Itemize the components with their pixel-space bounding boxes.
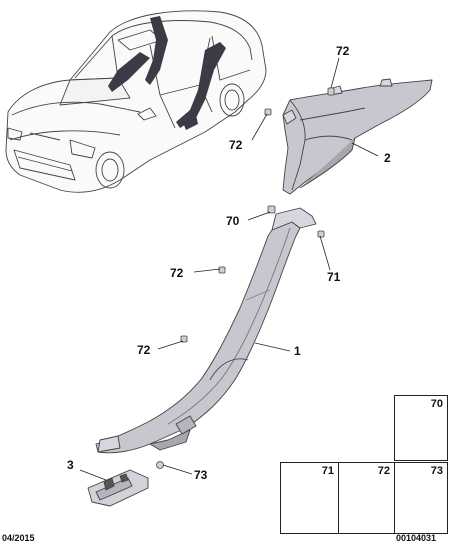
callout-1: 1	[294, 344, 301, 358]
legend-box-73-label: 73	[430, 465, 443, 477]
callout-70: 70	[226, 214, 240, 228]
clip-markers	[156, 87, 335, 469]
callout-71: 71	[327, 270, 341, 284]
legend-box-72: 72	[338, 462, 395, 534]
legend-box-71: 71	[280, 462, 339, 534]
part-3-bracket	[87, 469, 149, 507]
callout-72-top: 72	[336, 44, 350, 58]
legend-box-71-label: 71	[321, 465, 334, 477]
callout-73: 73	[194, 468, 208, 482]
car-illustration	[5, 10, 267, 193]
car-pillar-highlight	[108, 16, 226, 130]
part-1-pillar-trim	[95, 207, 317, 454]
legend-box-72-label: 72	[377, 465, 390, 477]
callout-72-left: 72	[229, 138, 243, 152]
callout-72-low: 72	[137, 343, 151, 357]
footer-date: 04/2015	[2, 533, 35, 543]
legend-box-70: 70	[394, 395, 448, 461]
callout-72-mid: 72	[170, 266, 184, 280]
callout-3: 3	[67, 458, 74, 472]
part-2-trim-panel	[282, 78, 433, 195]
callout-2: 2	[384, 151, 391, 165]
footer-ref: 00104031	[396, 533, 437, 543]
legend-box-70-label: 70	[430, 398, 443, 410]
legend-box-73: 73	[394, 462, 448, 534]
leader-lines	[79, 57, 379, 481]
